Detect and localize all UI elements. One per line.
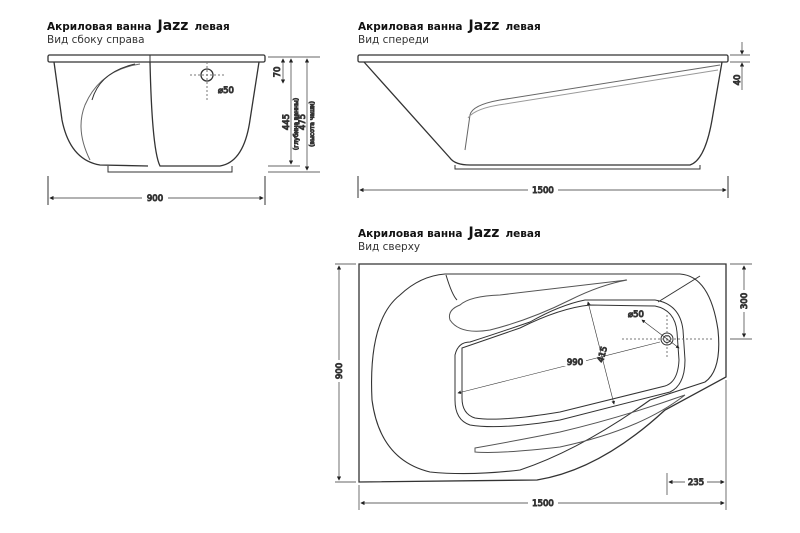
top-view-drawing <box>358 263 727 483</box>
brand: Jazz <box>468 225 500 241</box>
variant: левая <box>505 228 541 240</box>
inner-width-dimension: 415 <box>596 345 610 363</box>
subtitle: Вид сверху <box>358 241 421 253</box>
front-width-dimension: 1500 <box>532 186 554 196</box>
side-height-dimension: 475 <box>298 114 308 130</box>
brand: Jazz <box>468 18 500 34</box>
corner-depth-dimension: 300 <box>740 293 750 309</box>
title: Акриловая ванна <box>358 21 463 33</box>
title: Акриловая ванна <box>47 21 152 33</box>
side-view-header: Акриловая ванна Jazz левая Вид сбоку справ… <box>47 18 230 47</box>
subtitle: Вид спереди <box>358 34 429 46</box>
corner-offset-dimension: 235 <box>688 478 704 488</box>
inner-length-dimension: 990 <box>567 358 583 368</box>
variant: левая <box>505 21 541 33</box>
side-rim-dimension: 70 <box>273 67 283 78</box>
top-width-dimension: 1500 <box>532 499 554 509</box>
front-view-drawing <box>357 54 729 170</box>
side-width-dimension: 900 <box>147 194 163 204</box>
front-rim-dimension: 40 <box>733 75 743 86</box>
side-view-drawing <box>47 54 266 173</box>
top-drain-dimension: ⌀50 <box>628 310 644 320</box>
side-height-label: (высота чаши) <box>309 101 316 147</box>
top-height-dimension: 900 <box>335 363 345 379</box>
top-view-header: Акриловая ванна Jazz левая Вид сверху <box>358 225 541 254</box>
front-view-header: Акриловая ванна Jazz левая Вид спереди <box>358 18 541 47</box>
brand: Jazz <box>157 18 189 34</box>
side-depth-dimension: 445 <box>282 114 292 130</box>
title: Акриловая ванна <box>358 228 463 240</box>
variant: левая <box>194 21 230 33</box>
side-depth-label: (глубина ванны) <box>293 98 300 150</box>
side-drain-dimension: ⌀50 <box>218 86 234 96</box>
subtitle: Вид сбоку справа <box>47 34 145 46</box>
